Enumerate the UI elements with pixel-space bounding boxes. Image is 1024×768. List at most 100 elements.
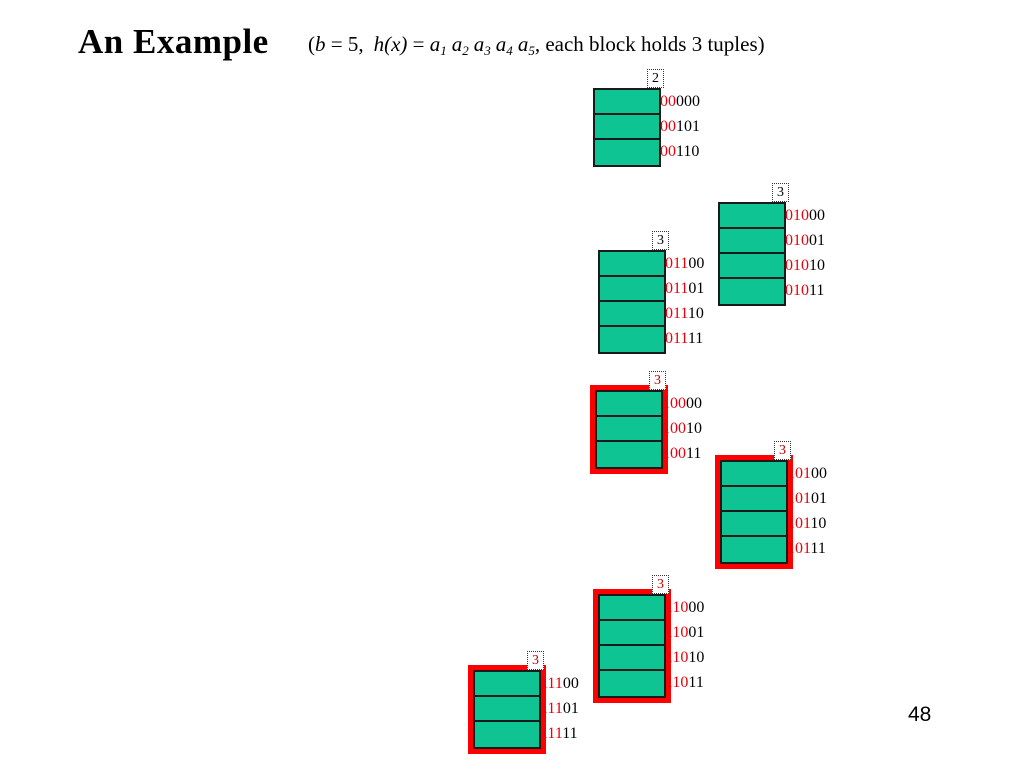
bucket-cell[interactable] [597,442,661,467]
subtitle-open-paren: ( [308,32,315,56]
bucket-depth-label: 3 [527,651,544,670]
tuple-suffix: 10 [810,515,827,532]
tuple-label: 11100 [540,676,579,692]
tuple-suffix: 110 [676,143,700,160]
subtitle-a-subscript-5: 5 [528,43,535,59]
bucket-stack[interactable]: 3 [718,183,789,306]
tuple-prefix: 111 [540,675,563,692]
tuple-suffix: 11 [810,540,826,557]
tuple-label: 01001 [785,233,825,249]
subtitle-h-eq: = [407,32,430,56]
tuple-label: 10011 [662,446,701,462]
tuple-suffix: 00 [688,599,705,616]
subtitle-b-symbol: b [315,32,326,56]
bucket-cell[interactable] [600,327,664,352]
bucket-cell[interactable] [595,140,659,165]
bucket-cell[interactable] [600,277,664,302]
bucket-stack-highlighted[interactable]: 3 [468,651,546,754]
tuple-prefix: 010 [785,282,809,299]
bucket-cell[interactable] [475,722,539,747]
bucket-depth-label: 3 [652,575,669,594]
tuple-label: 01000 [785,208,825,224]
subtitle-a-term-5: a5 [517,32,535,59]
tuple-label: 00110 [660,144,699,160]
bucket-depth-label: 3 [649,371,666,390]
tuple-prefix: 110 [665,599,689,616]
bucket-cell[interactable] [595,90,659,115]
bucket-cell[interactable] [722,487,786,512]
bucket-cell[interactable] [595,115,659,140]
tuple-prefix: 011 [665,305,688,322]
tuple-suffix: 101 [676,118,700,135]
tuple-label: 10101 [787,491,827,507]
bucket-cell[interactable] [600,596,664,621]
tuple-label: 01111 [665,331,703,347]
bucket-stack-highlighted[interactable]: 3 [590,371,668,474]
tuple-prefix: 101 [787,465,811,482]
tuple-suffix: 10 [809,257,825,274]
page-number: 48 [908,703,932,726]
bucket-cell[interactable] [600,252,664,277]
subtitle-a-term-3: a3 [473,32,491,59]
tuple-label: 10010 [662,421,702,437]
tuple-label: 10000 [662,396,702,412]
bucket-cell[interactable] [600,621,664,646]
subtitle-h-args: (x) [384,32,408,56]
tuple-label: 10111 [787,541,826,557]
tuple-suffix: 11 [688,674,704,691]
bucket-cell[interactable] [722,512,786,537]
tuple-suffix: 01 [688,624,705,641]
tuple-prefix: 111 [540,725,563,742]
bucket-cell[interactable] [475,697,539,722]
tuple-prefix: 111 [540,700,563,717]
bucket-cell[interactable] [720,279,784,304]
tuple-prefix: 100 [662,395,686,412]
tuple-suffix: 01 [562,700,579,717]
bucket-stack[interactable]: 3 [598,231,669,354]
tuple-prefix: 110 [665,624,689,641]
bucket-stack[interactable]: 2 [593,69,664,167]
subtitle-a-subscript-1: 1 [440,43,447,59]
bucket-cell[interactable] [720,204,784,229]
tuple-suffix: 00 [811,465,827,482]
tuple-suffix: 00 [688,255,705,272]
tuple-prefix: 011 [665,280,689,297]
bucket-cell[interactable] [597,392,661,417]
bucket-cell[interactable] [597,417,661,442]
tuple-label: 01100 [665,256,704,272]
bucket-cell[interactable] [600,646,664,671]
bucket-cell[interactable] [600,302,664,327]
tuple-suffix: 000 [676,93,700,110]
bucket-cell[interactable] [722,537,786,562]
tuple-suffix: 10 [687,305,704,322]
bucket-cell[interactable] [720,229,784,254]
tuple-suffix: 11 [809,282,825,299]
bucket-cell[interactable] [722,462,786,487]
tuple-suffix: 01 [809,232,825,249]
bucket-cell[interactable] [475,672,539,697]
bucket-depth-label: 2 [647,69,664,88]
bucket-stack-highlighted[interactable]: 3 [593,575,671,703]
tuple-label: 00101 [660,119,700,135]
bucket-cell[interactable] [720,254,784,279]
tuple-prefix: 101 [787,540,811,557]
bucket-stack-highlighted[interactable]: 3 [715,441,793,569]
bucket-depth-label: 3 [772,183,789,202]
tuple-suffix: 10 [686,420,702,437]
tuple-suffix: 01 [688,280,705,297]
tuple-suffix: 00 [562,675,579,692]
tuple-label: 10110 [787,516,826,532]
tuple-label: 10100 [787,466,827,482]
bucket-cells [598,250,666,354]
bucket-cell[interactable] [600,671,664,696]
tuple-suffix: 00 [809,207,825,224]
subtitle-a-subscript-4: 4 [506,43,513,59]
tuple-prefix: 100 [662,445,686,462]
